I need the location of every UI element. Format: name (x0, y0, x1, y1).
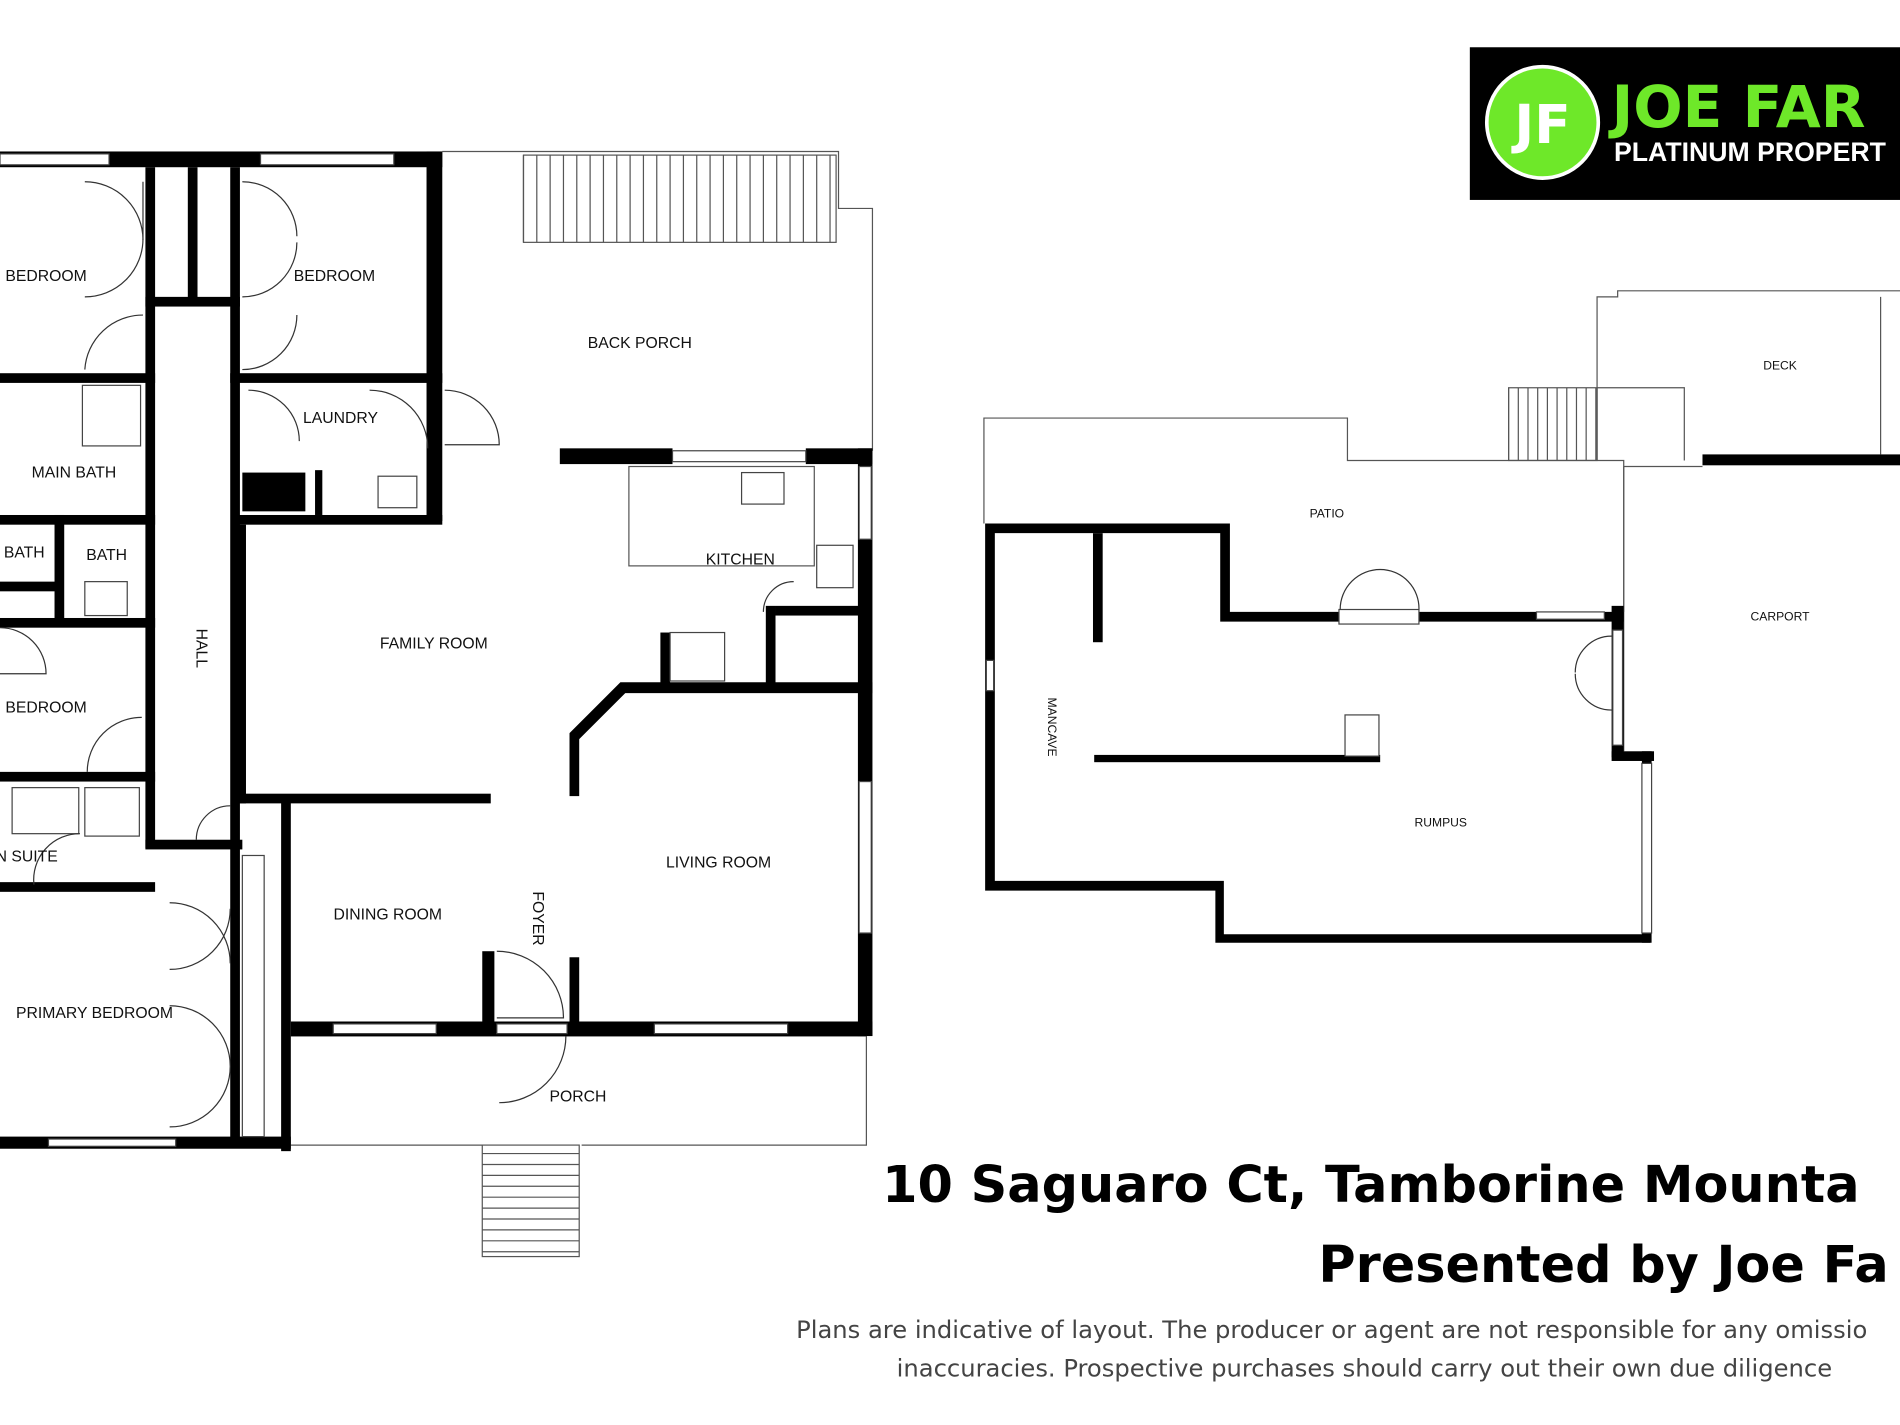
room-label-main-bath: MAIN BATH (32, 464, 117, 481)
room-label-family-room: FAMILY ROOM (380, 635, 488, 652)
presented-by: Presented by Joe Fa (1318, 1236, 1888, 1295)
listing-footer: 10 Saguaro Ct, Tamborine Mounta Presente… (796, 1156, 1889, 1382)
room-label-patio: PATIO (1310, 506, 1345, 520)
room-label-laundry: LAUNDRY (303, 410, 378, 427)
back-stairs (522, 154, 837, 243)
room-label-porch: PORCH (550, 1088, 607, 1105)
room-label-back-porch: BACK PORCH (588, 335, 692, 352)
lower-floor-plan: DECK PATIO CARPORT MANCAVE RUMPUS (983, 290, 1900, 943)
room-label-rumpus: RUMPUS (1415, 815, 1467, 829)
room-label-dining-room: DINING ROOM (334, 907, 443, 924)
logo-brand: JOE FAR (1608, 73, 1866, 141)
room-label-deck: DECK (1763, 359, 1797, 373)
logo-monogram: JF (1511, 94, 1570, 156)
listing-address: 10 Saguaro Ct, Tamborine Mounta (882, 1156, 1859, 1215)
room-label-primary-bedroom: PRIMARY BEDROOM (16, 1005, 173, 1022)
room-label-carport: CARPORT (1751, 609, 1811, 623)
room-label-kitchen: KITCHEN (706, 552, 775, 569)
room-label-hall: HALL (192, 629, 209, 669)
front-stairs (481, 1144, 580, 1258)
logo-tagline: PLATINUM PROPERT (1614, 137, 1886, 167)
lower-stairs (1508, 387, 1598, 462)
room-label-mancave: MANCAVE (1045, 698, 1059, 757)
room-label-living-room: LIVING ROOM (666, 855, 771, 872)
room-label-bath-2: BATH (86, 547, 127, 564)
room-label-foyer: FOYER (529, 891, 546, 945)
room-label-bedroom-2: BEDROOM (294, 268, 375, 285)
disclaimer-line-2: inaccuracies. Prospective purchases shou… (897, 1355, 1832, 1383)
room-label-ensuite: N SUITE (0, 849, 58, 866)
logo-monogram-icon (1484, 64, 1601, 180)
room-label-bedroom-3: BEDROOM (5, 700, 86, 717)
room-label-bath-1: BATH (4, 544, 45, 561)
ground-floor-plan: BEDROOM BEDROOM BACK PORCH LAUNDRY MAIN … (0, 150, 874, 1258)
room-label-bedroom-1: BEDROOM (5, 268, 86, 285)
disclaimer-line-1: Plans are indicative of layout. The prod… (796, 1316, 1867, 1344)
agency-logo: JF JOE FAR PLATINUM PROPERT (1469, 47, 1900, 200)
